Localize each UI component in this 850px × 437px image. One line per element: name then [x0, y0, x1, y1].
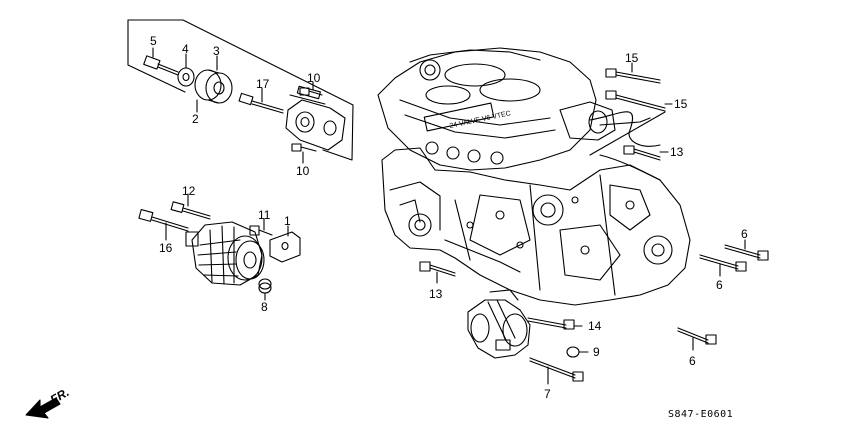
alternator	[185, 221, 265, 286]
starter-motor	[467, 289, 531, 359]
callout-12: 12	[182, 184, 196, 198]
callout-16: 16	[159, 241, 173, 255]
nut-8	[258, 278, 272, 301]
bolt-10-lower	[291, 143, 317, 152]
tensioner-group-outline	[127, 19, 354, 161]
bolt-13-upper	[623, 145, 661, 161]
bolt-11	[249, 225, 273, 236]
callout-13-upper: 13	[670, 145, 684, 159]
bolt-13-lower	[419, 261, 456, 277]
bolt-5	[143, 55, 179, 76]
callout-9: 9	[593, 345, 600, 359]
callout-10-lower: 10	[296, 164, 310, 178]
callout-3: 3	[213, 44, 220, 58]
callout-7: 7	[544, 387, 551, 401]
diagram-code: S847-E0601	[668, 409, 734, 420]
bolt-6-b	[699, 254, 747, 272]
engine-badge-text: 24 VALVE V6 VTEC	[449, 110, 511, 130]
callout-1: 1	[284, 214, 291, 228]
bolt-10-upper	[299, 87, 323, 96]
washer-4	[177, 67, 195, 87]
callout-13-lower: 13	[429, 287, 443, 301]
front-direction-arrow-icon	[25, 397, 61, 419]
callout-15-lower: 15	[674, 97, 688, 111]
callout-5: 5	[150, 34, 157, 48]
engine-assembly	[377, 47, 691, 306]
bolt-12	[170, 201, 211, 220]
bolt-6-c	[677, 327, 717, 345]
bolt-7	[529, 357, 584, 382]
callout-2: 2	[192, 112, 199, 126]
bolt-17	[238, 92, 284, 114]
bolt-15-upper	[605, 68, 661, 84]
bolt-6-a	[724, 244, 769, 261]
nut-9	[566, 346, 589, 358]
callout-8: 8	[261, 300, 268, 314]
alternator-bracket-1	[269, 225, 301, 263]
tensioner-body	[285, 85, 346, 151]
callout-4: 4	[182, 42, 189, 56]
bolt-16	[138, 209, 189, 232]
callout-10-upper: 10	[307, 71, 321, 85]
callout-15-upper: 15	[625, 51, 639, 65]
bolt-14	[527, 317, 575, 330]
bolt-15-lower	[605, 90, 666, 112]
callout-11: 11	[258, 208, 271, 222]
callout-6-b: 6	[716, 278, 723, 292]
callout-17: 17	[256, 77, 270, 91]
callout-14: 14	[588, 319, 602, 333]
callout-6-a: 6	[741, 227, 748, 241]
idler-pulley-3	[194, 69, 233, 104]
callout-6-c: 6	[689, 354, 696, 368]
